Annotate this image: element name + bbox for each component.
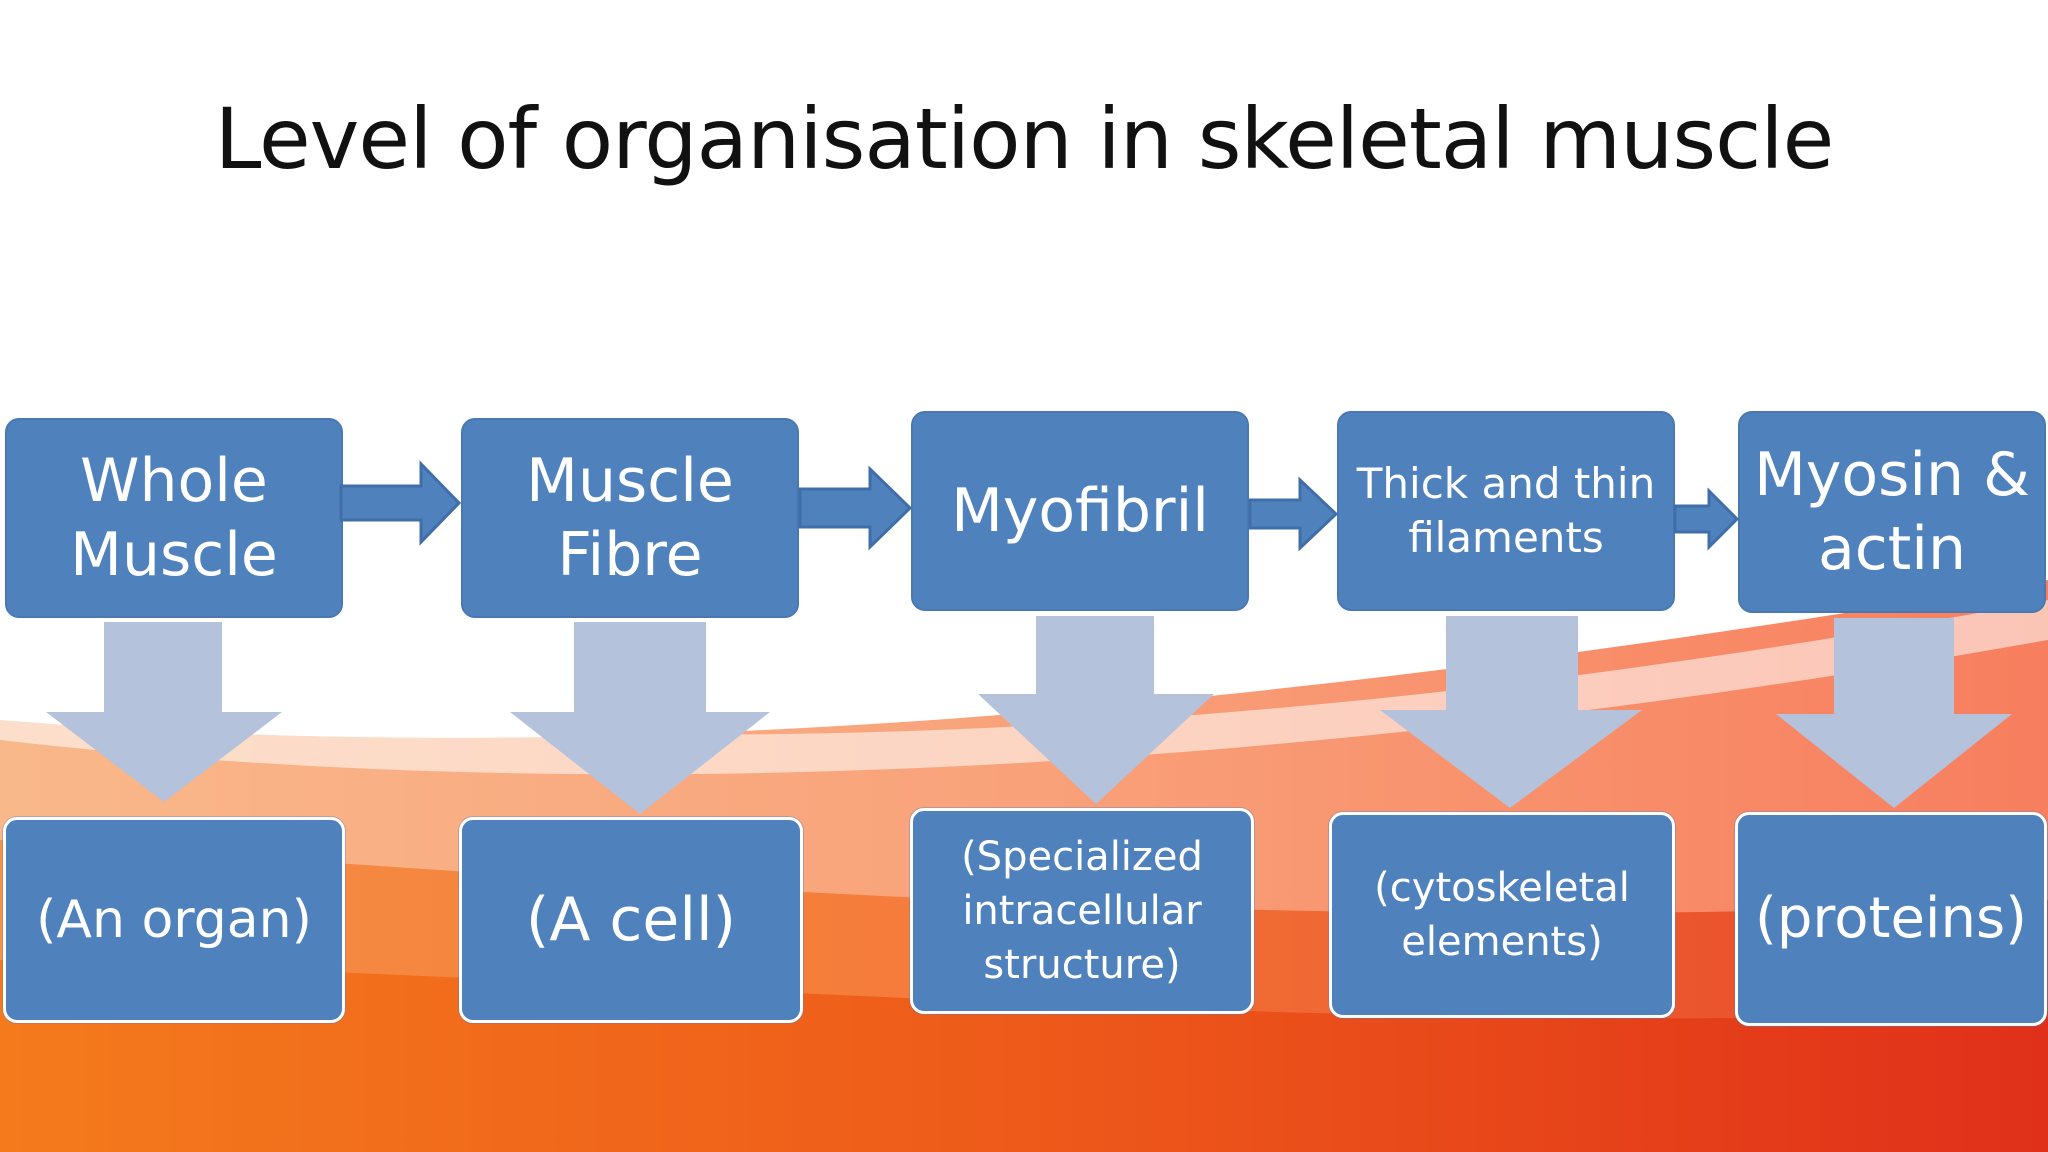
description-box-structure: (Specialized intracellular structure)	[910, 808, 1254, 1014]
down-arrow-4	[1380, 616, 1642, 808]
description-box-proteins: (proteins)	[1735, 812, 2047, 1026]
right-arrow-3-shape	[1248, 476, 1339, 552]
down-arrow-5	[1776, 618, 2012, 808]
level-box-myofibril: Myofibril	[911, 411, 1249, 611]
level-box-whole-muscle: Whole Muscle	[5, 418, 343, 618]
down-arrow-1-shape	[46, 622, 282, 802]
down-arrow-3	[978, 616, 1214, 804]
down-arrow-2	[510, 622, 770, 814]
down-arrow-1	[46, 622, 282, 802]
down-arrow-3-shape	[978, 616, 1214, 804]
slide-title: Level of organisation in skeletal muscle	[214, 90, 1835, 188]
right-arrow-4-shape	[1673, 487, 1740, 551]
right-arrow-1	[339, 460, 462, 546]
level-box-myosin-actin: Myosin & actin	[1738, 411, 2046, 613]
down-arrow-2-shape	[510, 622, 770, 814]
right-arrow-3	[1248, 476, 1339, 552]
right-arrow-4	[1673, 487, 1740, 551]
right-arrow-1-shape	[339, 460, 462, 546]
down-arrow-4-shape	[1380, 616, 1642, 808]
right-arrow-2	[798, 465, 913, 551]
description-box-organ: (An organ)	[3, 817, 345, 1023]
level-box-filaments: Thick and thin filaments	[1337, 411, 1675, 611]
level-box-muscle-fibre: Muscle Fibre	[461, 418, 799, 618]
right-arrow-2-shape	[798, 465, 913, 551]
down-arrow-5-shape	[1776, 618, 2012, 808]
description-box-cell: (A cell)	[459, 817, 803, 1023]
description-box-cytoskeletal: (cytoskeletal elements)	[1329, 812, 1675, 1018]
